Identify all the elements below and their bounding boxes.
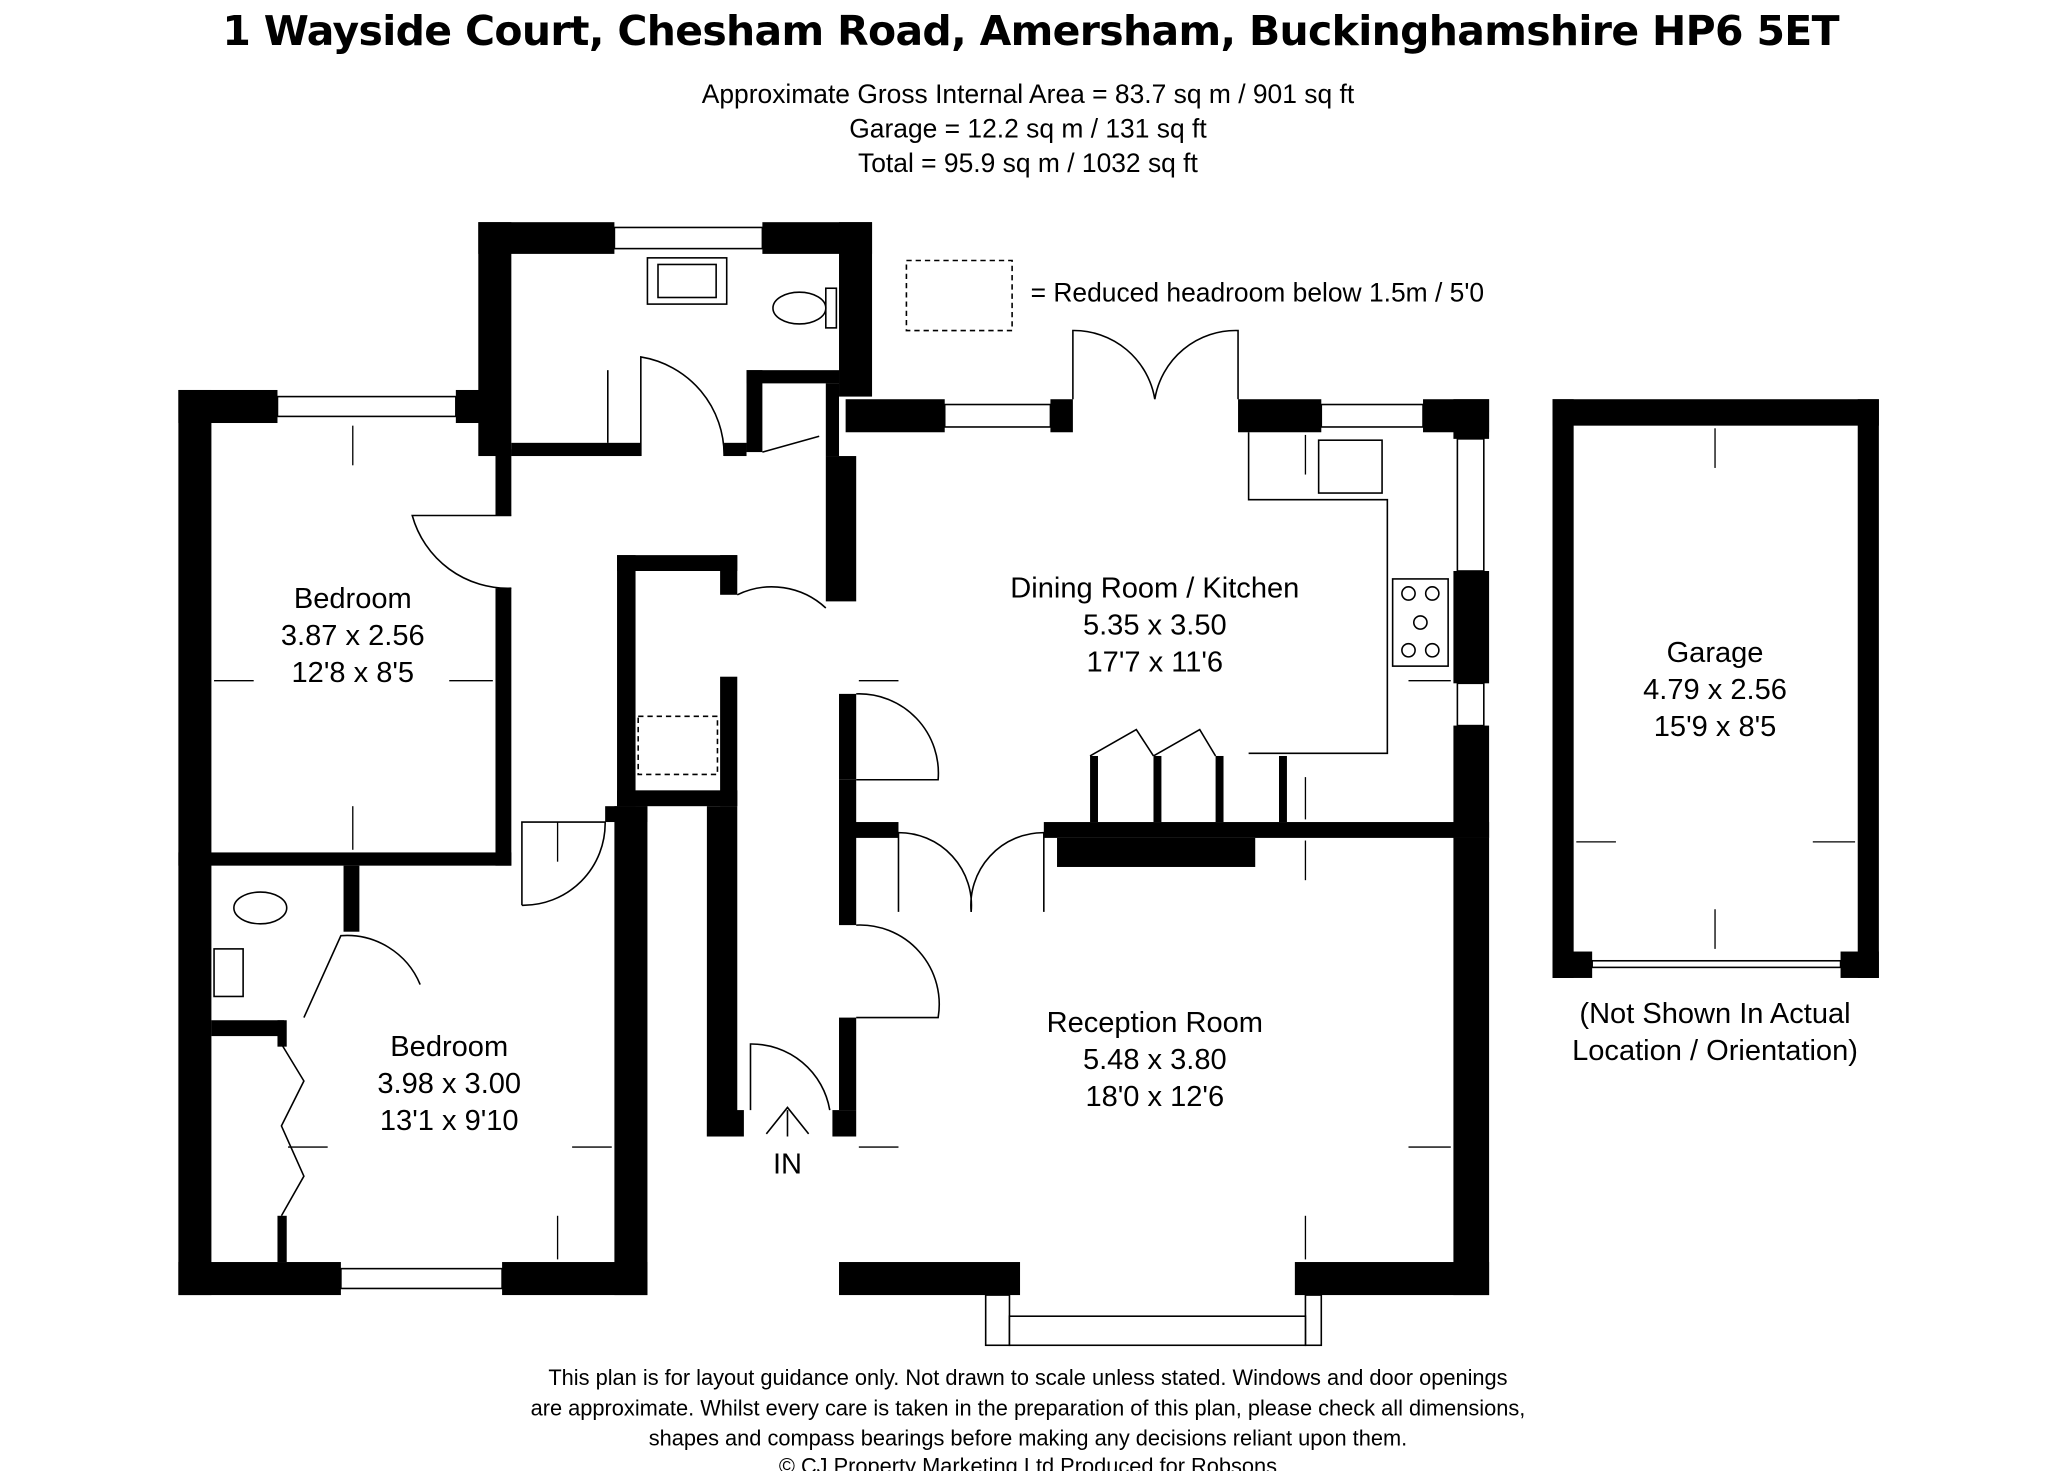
garage-name: Garage (1667, 637, 1764, 669)
garage-metric: 4.79 x 2.56 (1643, 674, 1787, 706)
disclaimer: This plan is for layout guidance only. N… (531, 1365, 1526, 1471)
gross-area: Approximate Gross Internal Area = 83.7 s… (702, 79, 1355, 109)
entrance-label: IN (773, 1149, 802, 1181)
copyright: © CJ Property Marketing Ltd Produced for… (779, 1453, 1277, 1471)
garage-imperial: 15'9 x 8'5 (1654, 711, 1777, 743)
bedroom2-name: Bedroom (390, 1031, 508, 1063)
bedroom2-imperial: 13'1 x 9'10 (380, 1105, 519, 1137)
dimension-arrows (214, 425, 1856, 1260)
garage-note-2: Location / Orientation) (1572, 1035, 1858, 1067)
bedroom1-imperial: 12'8 x 8'5 (292, 657, 415, 689)
disclaimer-line-3: shapes and compass bearings before makin… (649, 1426, 1408, 1451)
reduced-headroom-swatch (905, 259, 1013, 332)
reception-name: Reception Room (1047, 1007, 1263, 1039)
garage-note-1: (Not Shown In Actual (1579, 998, 1850, 1030)
reception-metric: 5.48 x 3.80 (1083, 1044, 1227, 1076)
fixtures (213, 257, 838, 998)
dining-imperial: 17'7 x 11'6 (1087, 646, 1224, 678)
disclaimer-line-2: are approximate. Whilst every care is ta… (531, 1395, 1526, 1420)
disclaimer-line-1: This plan is for layout guidance only. N… (548, 1365, 1507, 1390)
page-title: 1 Wayside Court, Chesham Road, Amersham,… (222, 7, 1839, 55)
reduced-headroom-label: = Reduced headroom below 1.5m / 5'0 (1031, 277, 1485, 307)
dining-name: Dining Room / Kitchen (1010, 572, 1299, 604)
bedroom1-name: Bedroom (294, 583, 412, 615)
reception-imperial: 18'0 x 12'6 (1085, 1081, 1224, 1113)
total-area: Total = 95.9 sq m / 1032 sq ft (858, 148, 1198, 178)
bedroom1-metric: 3.87 x 2.56 (281, 620, 425, 652)
garage-area: Garage = 12.2 sq m / 131 sq ft (849, 114, 1207, 144)
walls (178, 222, 1879, 1347)
bedroom2-metric: 3.98 x 3.00 (377, 1068, 521, 1100)
room-labels: Bedroom 3.87 x 2.56 12'8 x 8'5 Bedroom 3… (281, 572, 1858, 1180)
dining-metric: 5.35 x 3.50 (1083, 609, 1227, 641)
doors (280, 329, 1239, 1217)
